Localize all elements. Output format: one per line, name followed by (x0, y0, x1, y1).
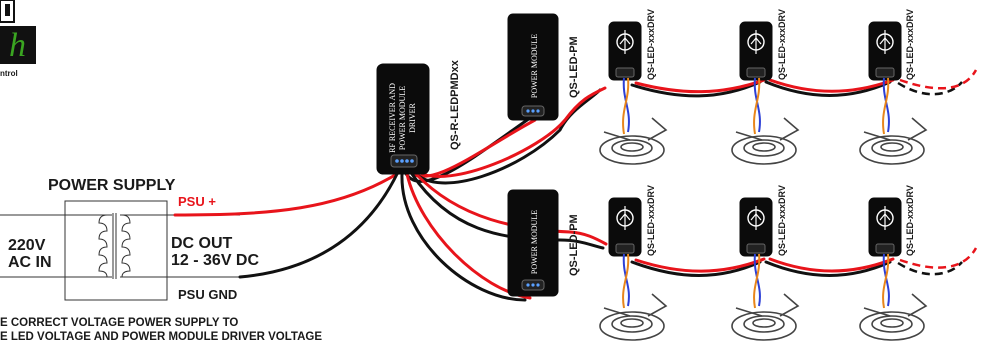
power-module-top: POWER MODULE QS-LED-PM (507, 13, 580, 121)
logo-letter: h (9, 27, 26, 64)
led-driver-bottom-1: QS-LED-xxxDRV (608, 185, 656, 309)
transformer-coil-primary (98, 214, 108, 278)
wire-bottom-chain-2-ground (764, 260, 892, 277)
wire-bottom-continuation-ground (897, 261, 963, 276)
receiver-connector (390, 154, 418, 168)
downlight-top-2 (731, 117, 800, 165)
power-module-top-text: POWER MODULE (530, 34, 539, 98)
psu-gnd-label: PSU GND (178, 287, 237, 302)
led-driver-top-1-label: QS-LED-xxxDRV (646, 9, 656, 80)
rf-receiver: RF RECEIVER AND POWER MODULE DRIVER QS-R… (376, 59, 461, 175)
wire-rx-feed-top-ground (412, 88, 602, 185)
wire-bottom-chain-1-ground (630, 260, 762, 277)
led-driver-bottom-2-label: QS-LED-xxxDRV (777, 185, 787, 256)
dc-out-range: 12 - 36V DC (171, 252, 259, 269)
psu-plus-label: PSU + (178, 194, 216, 209)
downlight-bottom-1 (599, 293, 668, 341)
power-supply-title: POWER SUPPLY (48, 177, 176, 194)
wire-rx-feed-top-positive (416, 86, 607, 178)
led-driver-top-3: QS-LED-xxxDRV (868, 9, 915, 135)
power-supply: POWER SUPPLY 220V AC IN DC OUT 12 - 36V … (0, 177, 259, 302)
wire-psu-positive (173, 170, 402, 217)
wire-rx-pm1-ground (403, 116, 532, 183)
led-driver-bottom-1-label: QS-LED-xxxDRV (646, 185, 656, 256)
led-driver-top-2: QS-LED-xxxDRV (739, 9, 787, 135)
rf-receiver-box (376, 63, 430, 175)
wire-rx-pm2-ground (400, 172, 527, 302)
receiver-text-3: DRIVER (408, 102, 417, 132)
dc-out-label: DC OUT (171, 235, 233, 252)
receiver-text-2: POWER MODULE (398, 86, 407, 150)
downlight-bottom-3 (859, 293, 928, 341)
ac-in-label: AC IN (8, 254, 52, 271)
wire-bottom-chain-1-positive (634, 257, 766, 273)
led-driver-top-2-label: QS-LED-xxxDRV (777, 9, 787, 80)
led-driver-bottom-3: QS-LED-xxxDRV (868, 185, 915, 309)
wire-top-continuation-ground (897, 81, 963, 96)
wire-psu-ground (238, 170, 400, 279)
downlight-top-1 (599, 117, 668, 165)
logo-text: ntrol (0, 69, 18, 78)
power-module-bottom: POWER MODULE QS-LED-PM (507, 189, 580, 297)
wire-top-chain-2-positive (768, 78, 895, 93)
receiver-part-label: QS-R-LEDPMDxx (449, 59, 461, 150)
logo-tile (0, 26, 36, 64)
led-driver-bottom-2: QS-LED-xxxDRV (739, 185, 787, 309)
led-driver-bottom-3-label: QS-LED-xxxDRV (905, 185, 915, 256)
led-driver-top-3-label: QS-LED-xxxDRV (905, 9, 915, 80)
wire-top-chain-1-ground (630, 80, 762, 98)
power-module-bottom-label: QS-LED-PM (568, 214, 580, 276)
note-line-2: E LED VOLTAGE AND POWER MODULE DRIVER VO… (0, 331, 322, 343)
wire-top-chain-1-positive (634, 78, 766, 94)
power-module-top-label: QS-LED-PM (568, 36, 580, 98)
led-driver-top-1: QS-LED-xxxDRV (608, 9, 656, 135)
wire-bottom-chain-2-positive (768, 257, 895, 273)
wire-top-chain-2-ground (764, 80, 892, 97)
transformer-coil-secondary (121, 214, 131, 278)
company-logo: h ntrol (0, 0, 36, 78)
ac-in-voltage: 220V (8, 237, 46, 254)
transformer-box (64, 200, 168, 301)
receiver-text-1: RF RECEIVER AND (388, 83, 397, 153)
downlight-top-3 (859, 117, 928, 165)
power-module-bottom-text: POWER MODULE (530, 210, 539, 274)
note-line-1: E CORRECT VOLTAGE POWER SUPPLY TO (0, 317, 238, 329)
downlight-bottom-2 (731, 293, 800, 341)
